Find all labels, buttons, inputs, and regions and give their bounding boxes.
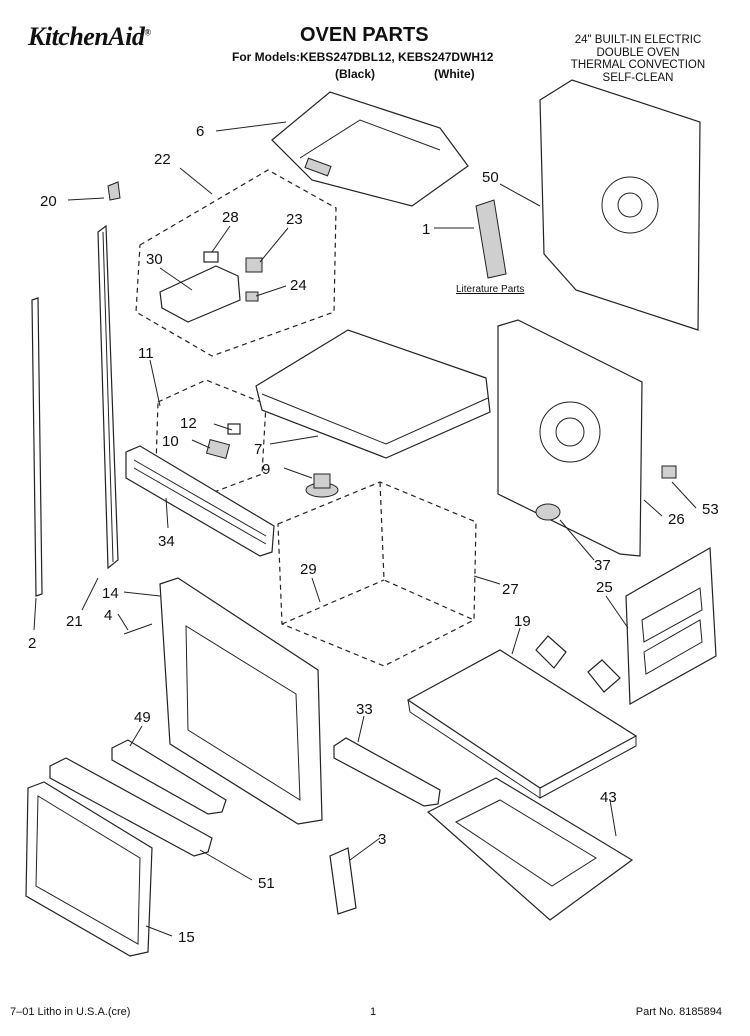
part-3-bracket (329, 847, 357, 915)
callout: 12 (180, 415, 197, 432)
spec-line: 24" BUILT-IN ELECTRIC (574, 34, 702, 46)
part-4-screw (123, 623, 153, 635)
part-43-lower-tray (426, 777, 634, 921)
part-49-trim (111, 739, 227, 815)
callout: 19 (514, 613, 531, 630)
callout: 53 (702, 501, 719, 518)
callout: 50 (482, 169, 499, 186)
callout: 26 (668, 511, 685, 528)
part-15-door-gasket (25, 781, 153, 957)
literature-parts-label: Literature Parts (456, 284, 525, 295)
callout: 29 (300, 561, 317, 578)
part-14-door-frame (159, 577, 323, 825)
part-1-literature (475, 199, 507, 279)
callout: 43 (600, 789, 617, 806)
callout: 14 (102, 585, 119, 602)
control-components (159, 251, 263, 323)
litho-note: 7–01 Litho in U.S.A.(cre) (10, 1006, 131, 1018)
callout: 24 (290, 277, 307, 294)
callout: 22 (154, 151, 171, 168)
part-25-side-panel (625, 546, 717, 706)
part-6-top-panel (271, 91, 469, 207)
callout: 11 (138, 345, 154, 362)
callout: 21 (66, 613, 83, 630)
callout: 15 (178, 929, 195, 946)
part-7-cavity-top (255, 329, 491, 459)
callout: 30 (146, 251, 163, 268)
part-34-vent-grille (125, 445, 275, 557)
callout: 23 (286, 211, 303, 228)
part-20-cap (107, 181, 121, 201)
part-27-oven-cavity (277, 481, 477, 667)
callout: 7 (254, 441, 262, 458)
callout: 9 (262, 461, 270, 478)
model-numbers: For Models:KEBS247DBL12, KEBS247DWH12 (232, 50, 494, 64)
callout: 33 (356, 701, 373, 718)
callout: 4 (104, 607, 112, 624)
part-22-dashed-housing (135, 169, 337, 357)
callout: 49 (134, 709, 151, 726)
callout: 27 (502, 581, 519, 598)
callout: 6 (196, 123, 204, 140)
callout: 25 (596, 579, 613, 596)
part-37-gasket (535, 503, 561, 521)
callout-numbers: 6 22 20 28 23 30 24 50 1 11 12 10 7 9 34… (28, 123, 719, 946)
part-10-component (205, 439, 231, 459)
callout: 20 (40, 193, 57, 210)
callout: 51 (258, 875, 275, 892)
callout: 1 (422, 221, 430, 238)
callout: 37 (594, 557, 611, 574)
color-black-label: (Black) (335, 67, 376, 81)
callout: 10 (162, 433, 179, 450)
page-number: 1 (370, 1006, 377, 1018)
page-title: OVEN PARTS (300, 24, 429, 46)
spec-line: THERMAL CONVECTION (570, 59, 706, 71)
color-white-label: (White) (434, 67, 475, 81)
part-50-back-panel (539, 79, 701, 331)
leader-lines (33, 121, 697, 937)
part-53-clip (661, 465, 677, 479)
callout: 28 (222, 209, 239, 226)
product-spec: 24" BUILT-IN ELECTRIC DOUBLE OVEN THERMA… (558, 34, 718, 84)
callout: 3 (378, 831, 386, 848)
brand-logo: KitchenAid® (28, 22, 151, 51)
part-26-convection-back (497, 319, 643, 557)
part-number: Part No. 8185894 (635, 1006, 722, 1018)
part-19-bottom-panel (406, 635, 638, 799)
callout: 34 (158, 533, 175, 550)
spec-line: SELF-CLEAN (602, 71, 674, 84)
part-51-lower-trim (49, 757, 213, 857)
part-33-bracket (333, 737, 441, 807)
spec-line: DOUBLE OVEN (596, 46, 680, 59)
part-9-fan-knob (305, 473, 339, 498)
part-2-rail (31, 297, 43, 597)
callout: 2 (28, 635, 36, 652)
